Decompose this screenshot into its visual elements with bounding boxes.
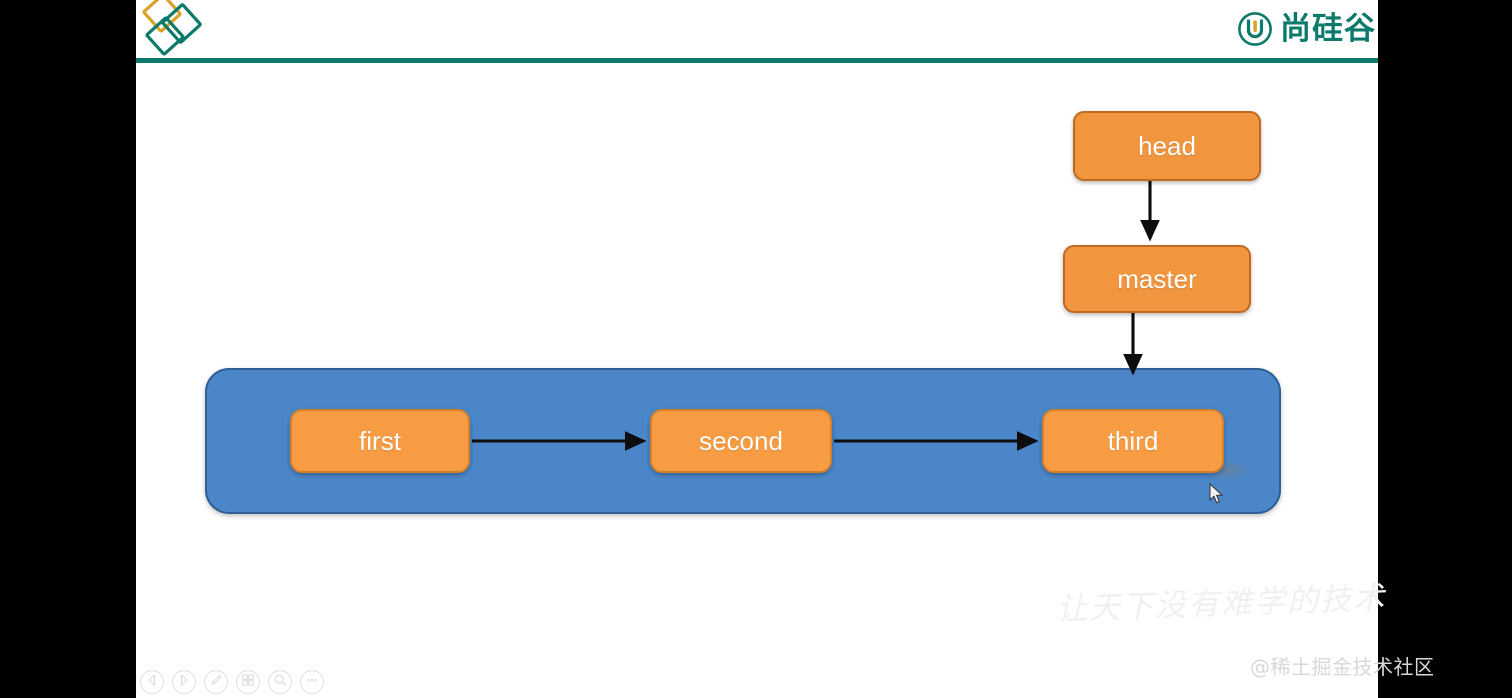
mouse-cursor-icon xyxy=(1209,482,1225,505)
pen-icon xyxy=(209,673,223,692)
pen-button[interactable] xyxy=(204,670,228,694)
header-divider-rule xyxy=(136,58,1378,63)
slide-canvas: 尚硅谷 xyxy=(136,0,1387,698)
layout-button[interactable] xyxy=(236,670,260,694)
node-third[interactable]: third xyxy=(1042,409,1224,473)
atguigu-wordmark: 尚硅谷 xyxy=(1280,10,1376,47)
magnifier-icon xyxy=(273,673,287,692)
previous-button[interactable] xyxy=(140,670,164,694)
ellipsis-icon xyxy=(305,673,319,692)
letterbox-bar-right xyxy=(1378,0,1512,698)
triangle-right-icon xyxy=(177,673,191,692)
node-first[interactable]: first xyxy=(290,409,470,473)
node-head[interactable]: head xyxy=(1073,111,1261,181)
next-button[interactable] xyxy=(172,670,196,694)
grid-layout-icon xyxy=(241,673,255,692)
slide-header: 尚硅谷 xyxy=(136,0,1378,63)
node-master[interactable]: master xyxy=(1063,245,1251,313)
zoom-button[interactable] xyxy=(268,670,292,694)
letterbox-bar-left xyxy=(0,0,136,698)
diamond-logo-icon xyxy=(140,0,218,62)
community-watermark: @稀土掘金技术社区 xyxy=(1250,655,1435,679)
triangle-left-icon xyxy=(145,673,159,692)
player-toolbar[interactable] xyxy=(140,670,324,694)
atguigu-logo: 尚硅谷 xyxy=(1238,9,1376,49)
node-second[interactable]: second xyxy=(650,409,832,473)
more-button[interactable] xyxy=(300,670,324,694)
atguigu-u-mark-icon xyxy=(1238,12,1272,46)
